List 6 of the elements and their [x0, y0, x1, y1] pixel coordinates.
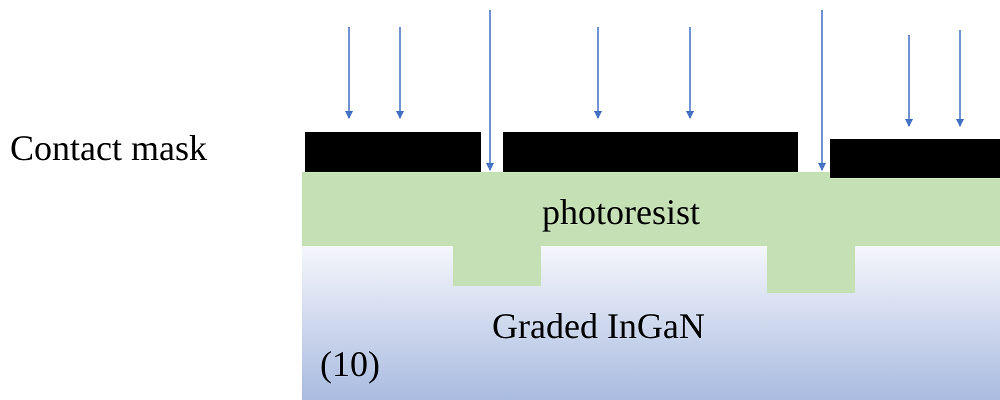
- photoresist-layer: [302, 172, 1000, 293]
- callout-number: (10): [320, 346, 380, 382]
- layer-label: Graded InGaN: [492, 308, 705, 344]
- layer-label: photoresist: [542, 194, 700, 230]
- ingan-layer: [302, 246, 1000, 400]
- mask-label: Contact mask: [10, 130, 207, 166]
